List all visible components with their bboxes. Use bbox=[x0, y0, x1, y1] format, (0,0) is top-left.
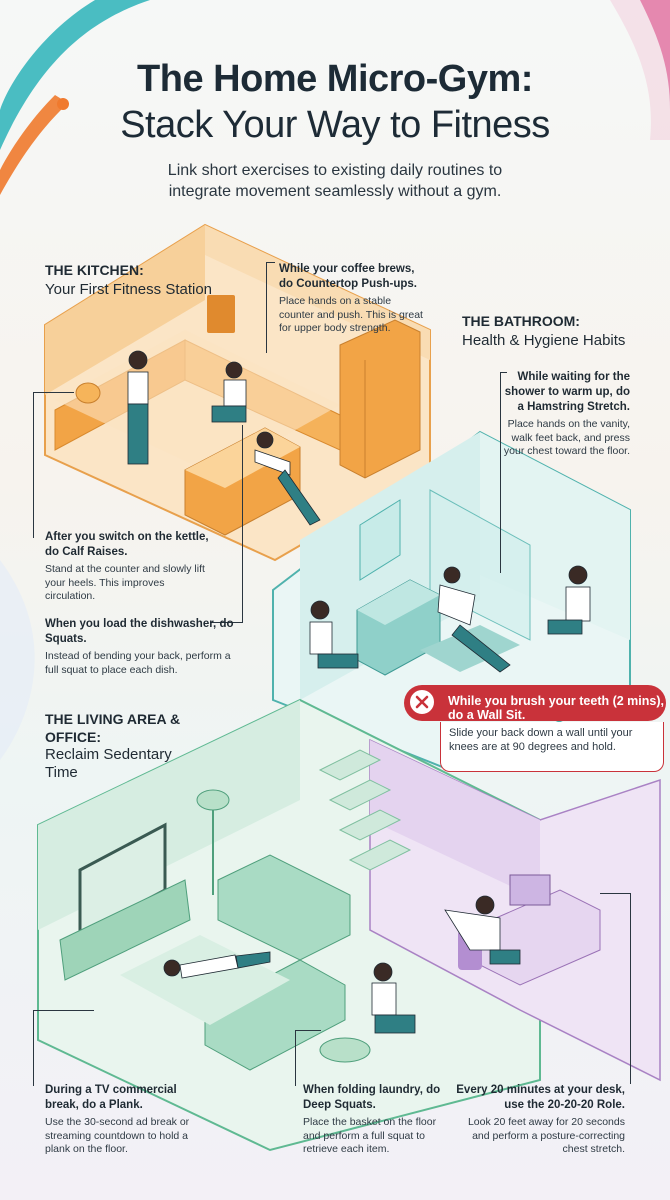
tip-body: Look 20 feet away for 20 seconds and per… bbox=[467, 1116, 625, 1155]
wall-sit-body: Slide your back down a wall until your k… bbox=[440, 722, 664, 772]
tip-body: Stand at the counter and slowly lift you… bbox=[45, 563, 205, 602]
living-subtitle: Reclaim Sedentary Time bbox=[45, 746, 172, 781]
bathroom-section-header: THE BATHROOM: Health & Hygiene Habits bbox=[462, 313, 625, 349]
tip-heading: When folding laundry, do Deep Squats. bbox=[303, 1084, 441, 1111]
close-x-icon bbox=[408, 688, 436, 716]
tip-countertop-pushups: While your coffee brews, do Countertop P… bbox=[279, 262, 424, 336]
tip-heading: While waiting for the shower to warm up,… bbox=[504, 371, 630, 413]
tip-body: Place hands on a stable counter and push… bbox=[279, 295, 423, 334]
tip-deep-squats: When folding laundry, do Deep Squats. Pl… bbox=[303, 1083, 453, 1157]
living-section-header: THE LIVING AREA & OFFICE: Reclaim Sedent… bbox=[45, 710, 195, 782]
tip-body: Place the basket on the floor and perfor… bbox=[303, 1116, 437, 1155]
tip-squats: When you load the dishwasher, do Squats.… bbox=[45, 617, 245, 677]
tip-body: Use the 30-second ad break or streaming … bbox=[45, 1116, 190, 1155]
bathroom-title: THE BATHROOM: bbox=[462, 313, 580, 329]
tip-hamstring-stretch: While waiting for the shower to warm up,… bbox=[500, 370, 630, 459]
tip-body: Place hands on the vanity, walk feet bac… bbox=[503, 418, 630, 457]
kitchen-title: THE KITCHEN: bbox=[45, 262, 144, 278]
kitchen-section-header: THE KITCHEN: Your First Fitness Station bbox=[45, 262, 212, 298]
tip-heading: During a TV commercial break, do a Plank… bbox=[45, 1084, 177, 1111]
tip-calf-raises: After you switch on the kettle, do Calf … bbox=[45, 530, 210, 604]
bathroom-subtitle: Health & Hygiene Habits bbox=[462, 332, 626, 349]
kitchen-subtitle: Your First Fitness Station bbox=[45, 281, 213, 298]
page-title: The Home Micro-Gym: bbox=[137, 58, 533, 100]
tip-heading: When you load the dishwasher, do Squats. bbox=[45, 618, 234, 645]
tip-heading: While your coffee brews, do Countertop P… bbox=[279, 263, 417, 290]
tip-heading: After you switch on the kettle, do Calf … bbox=[45, 531, 209, 558]
page-subtitle: Link short exercises to existing daily r… bbox=[167, 162, 503, 200]
wall-sit-banner bbox=[404, 685, 666, 721]
tip-20-20-20-rule: Every 20 minutes at your desk, use the 2… bbox=[455, 1083, 625, 1157]
tip-body: Instead of bending your back, perform a … bbox=[45, 650, 231, 676]
tip-heading: Every 20 minutes at your desk, use the 2… bbox=[456, 1084, 625, 1111]
tip-plank: During a TV commercial break, do a Plank… bbox=[45, 1083, 195, 1157]
page-title-line2: Stack Your Way to Fitness bbox=[120, 104, 550, 146]
wall-sit-heading: While you brush your teeth (2 mins), do … bbox=[448, 694, 664, 722]
living-title: THE LIVING AREA & OFFICE: bbox=[45, 711, 181, 745]
